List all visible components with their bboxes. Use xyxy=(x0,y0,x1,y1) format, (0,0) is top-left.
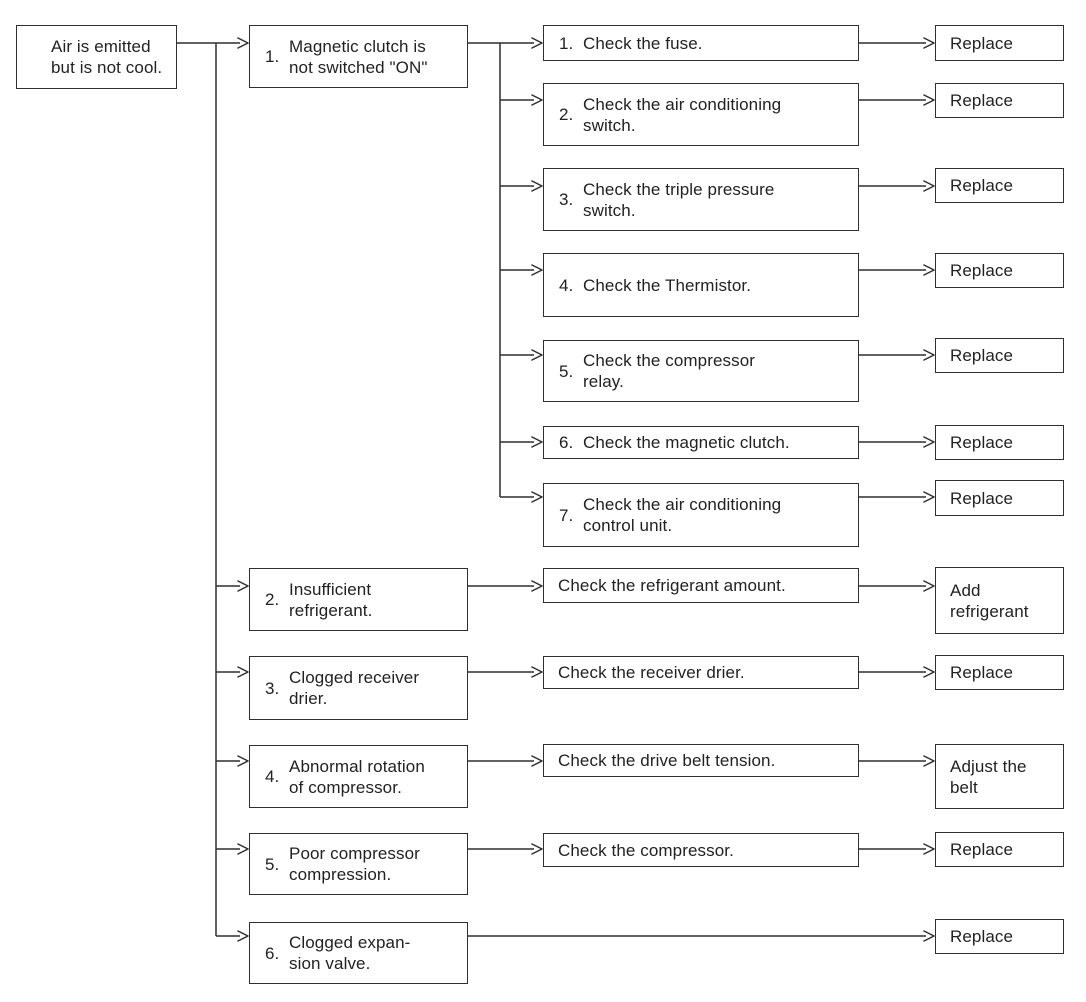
check-fuse-box: 1. Check the fuse. xyxy=(543,25,859,61)
symptom-text: Air is emitted but is not cool. xyxy=(51,37,163,77)
remedy-text: Replace xyxy=(950,91,1014,110)
remedy-text: Replace xyxy=(950,346,1014,365)
cause-number: 1. xyxy=(265,47,280,66)
remedy-text: Replace xyxy=(950,33,1014,53)
check-drive-belt-box: Check the drive belt tension. xyxy=(543,744,859,777)
remedy-text: Replace xyxy=(950,176,1014,195)
remedy-12-box: Replace xyxy=(935,919,1064,954)
check-text: Check the compressor. xyxy=(558,840,734,860)
check-refrigerant-amount-box: Check the refrigerant amount. xyxy=(543,568,859,603)
symptom-box: Air is emitted but is not cool. xyxy=(16,25,177,89)
check-text: Check the air conditioning switch. xyxy=(583,94,782,135)
check-number: 7. xyxy=(559,505,574,525)
cause-3-box: 3. Clogged receiver drier. xyxy=(249,656,468,720)
cause-text: Poor compressor compression. xyxy=(289,844,420,884)
remedy-text: Replace xyxy=(950,840,1014,859)
remedy-2-box: Replace xyxy=(935,83,1064,118)
check-text: Check the receiver drier. xyxy=(558,663,745,682)
check-text: Check the air conditioning control unit. xyxy=(583,495,782,535)
remedy-4-box: Replace xyxy=(935,253,1064,288)
arrowheads xyxy=(237,37,935,942)
cause-number: 4. xyxy=(265,767,280,786)
check-text: Check the Thermistor. xyxy=(583,275,752,295)
check-text: Check the refrigerant amount. xyxy=(558,576,786,595)
remedy-text: Add refrigerant xyxy=(950,580,1029,621)
check-triple-pressure-box: 3. Check the triple pressure switch. xyxy=(543,168,859,231)
check-text: Check the magnetic clutch. xyxy=(583,433,790,452)
remedy-text: Replace xyxy=(950,927,1014,946)
check-number: 4. xyxy=(559,275,574,295)
check-text: Check the drive belt tension. xyxy=(558,751,776,770)
cause-5-box: 5. Poor compressor compression. xyxy=(249,833,468,895)
cause-number: 2. xyxy=(265,590,280,609)
check-magnetic-clutch-box: 6. Check the magnetic clutch. xyxy=(543,426,859,459)
remedy-7-box: Replace xyxy=(935,480,1064,516)
remedy-text: Adjust the belt xyxy=(950,756,1027,797)
check-ac-switch-box: 2. Check the air conditioning switch. xyxy=(543,83,859,146)
check-number: 3. xyxy=(559,190,574,209)
check-number: 2. xyxy=(559,105,574,124)
cause-text: Insufficient refrigerant. xyxy=(289,579,373,620)
flow-lines xyxy=(177,42,926,937)
remedy-3-box: Replace xyxy=(935,168,1064,203)
remedy-9-box: Replace xyxy=(935,655,1064,690)
check-thermistor-box: 4. Check the Thermistor. xyxy=(543,253,859,317)
check-number: 5. xyxy=(559,361,574,381)
remedy-6-box: Replace xyxy=(935,425,1064,460)
check-ac-control-unit-box: 7. Check the air conditioning control un… xyxy=(543,483,859,547)
remedy-11-box: Replace xyxy=(935,832,1064,867)
remedy-1-box: Replace xyxy=(935,25,1064,61)
check-text: Check the fuse. xyxy=(583,33,703,53)
cause-2-box: 2. Insufficient refrigerant. xyxy=(249,568,468,631)
check-number: 1. xyxy=(559,33,574,53)
check-compressor-box: Check the compressor. xyxy=(543,833,859,867)
cause-number: 6. xyxy=(265,943,280,963)
remedy-text: Replace xyxy=(950,433,1014,452)
check-receiver-drier-box: Check the receiver drier. xyxy=(543,656,859,689)
cause-number: 3. xyxy=(265,678,280,698)
cause-text: Clogged expan- sion valve. xyxy=(289,933,411,973)
remedy-adjust-belt-box: Adjust the belt xyxy=(935,744,1064,809)
cause-text: Clogged receiver drier. xyxy=(289,668,420,708)
remedy-5-box: Replace xyxy=(935,338,1064,373)
cause-number: 5. xyxy=(265,854,280,874)
cause-text: Abnormal rotation of compressor. xyxy=(289,756,425,797)
check-text: Check the compressor relay. xyxy=(583,351,756,391)
check-text: Check the triple pressure switch. xyxy=(583,179,775,220)
remedy-text: Replace xyxy=(950,261,1014,280)
remedy-text: Replace xyxy=(950,488,1014,508)
cause-1-box: 1. Magnetic clutch is not switched "ON" xyxy=(249,25,468,88)
remedy-text: Replace xyxy=(950,663,1014,682)
check-compressor-relay-box: 5. Check the compressor relay. xyxy=(543,340,859,402)
cause-text: Magnetic clutch is not switched "ON" xyxy=(289,36,428,77)
cause-4-box: 4. Abnormal rotation of compressor. xyxy=(249,745,468,808)
check-number: 6. xyxy=(559,433,574,452)
cause-6-box: 6. Clogged expan- sion valve. xyxy=(249,922,468,984)
remedy-add-refrigerant-box: Add refrigerant xyxy=(935,567,1064,634)
